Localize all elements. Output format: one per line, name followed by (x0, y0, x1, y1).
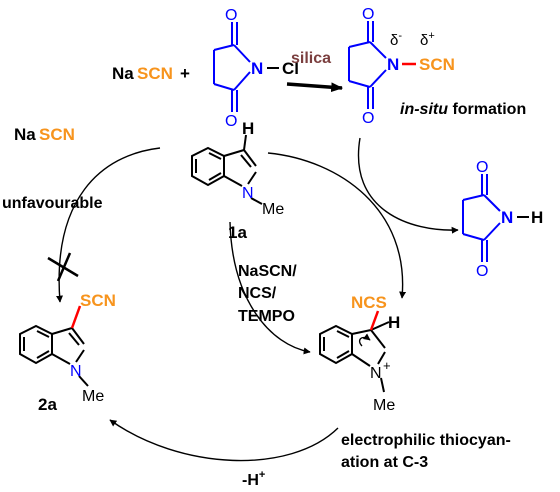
product-scn: SCN (80, 291, 116, 310)
delta-plus: δ+ (420, 30, 435, 49)
succinimide-byproduct: O O N H (462, 159, 543, 280)
condition-line-1: NaSCN/ (238, 263, 297, 280)
arrow-indole-to-nts (267, 152, 407, 299)
product-2a: SCN N Me 2a (19, 291, 116, 414)
indole-hydrogen: H (242, 119, 254, 138)
succinimide-nitrogen: N (501, 208, 513, 227)
intermediate-positive-charge: + (383, 358, 391, 373)
intermediate-ncs: NCS (351, 293, 387, 312)
indole-c3-h-bond (243, 134, 247, 151)
left-nascn-scn: SCN (39, 125, 75, 144)
ncs-chlorine: Cl (282, 59, 299, 78)
product-nitrogen: N (70, 363, 82, 380)
plus-sign: + (180, 64, 190, 83)
succinimide-hydrogen: H (531, 208, 543, 227)
arrow-unfavourable-path (56, 147, 161, 303)
ncs-nitrogen: N (251, 59, 263, 78)
silica-arrow (286, 82, 344, 93)
deprotonation-label: -H+ (242, 469, 265, 489)
nts-oxygen-top: O (362, 6, 374, 23)
unfavourable-label: unfavourable (2, 195, 103, 212)
in-situ-formation-note: in-situ formation (400, 101, 526, 118)
ncs-oxygen-top: O (225, 7, 237, 24)
nts-nitrogen: N (387, 55, 399, 74)
nts-oxygen-bottom: O (362, 110, 374, 127)
silica-label: silica (291, 50, 331, 67)
c3-ncs-bond (369, 310, 380, 331)
intermediate-nitrogen: N (370, 365, 382, 382)
condition-line-2: NCS/ (238, 285, 277, 302)
caption-line-2: ation at C-3 (341, 454, 428, 471)
c3-scn-bond (70, 305, 82, 329)
arrow-to-intermediate (229, 221, 311, 355)
succinimide-oxygen-top: O (476, 159, 488, 176)
top-reaction: Na SCN + O O N Cl silica (112, 6, 526, 130)
indole-methyl: Me (262, 201, 284, 218)
nts-molecule (348, 21, 387, 109)
arrow-intermediate-to-product (109, 419, 339, 462)
indoleninium-intermediate: NCS H N + Me (319, 293, 400, 414)
nascn-scn: SCN (137, 64, 173, 83)
succinimide-oxygen-bottom: O (476, 263, 488, 280)
condition-line-3: TEMPO (238, 308, 295, 325)
compound-label-1a: 1a (228, 223, 247, 242)
indole-1a: H N Me 1a (191, 119, 284, 242)
compound-label-2a: 2a (38, 395, 57, 414)
electron-curl-arrow (358, 333, 371, 347)
intermediate-hydrogen: H (388, 313, 400, 332)
blocked-cross-2 (56, 252, 72, 282)
c3-h-bond (370, 321, 390, 331)
ncs-molecule (213, 22, 251, 112)
left-nascn-na: Na (14, 125, 36, 144)
ncs-oxygen-bottom: O (225, 113, 237, 130)
nts-scn: SCN (419, 55, 455, 74)
cycle-arrows (47, 137, 459, 462)
delta-minus: δ- (390, 30, 402, 49)
intermediate-methyl: Me (373, 397, 395, 414)
caption-line-1: electrophilic thiocyan- (341, 432, 511, 449)
indole-nitrogen: N (242, 185, 254, 202)
product-methyl: Me (82, 388, 104, 405)
nascn-na: Na (112, 64, 134, 83)
arrow-nts-to-succinimide (357, 137, 459, 234)
